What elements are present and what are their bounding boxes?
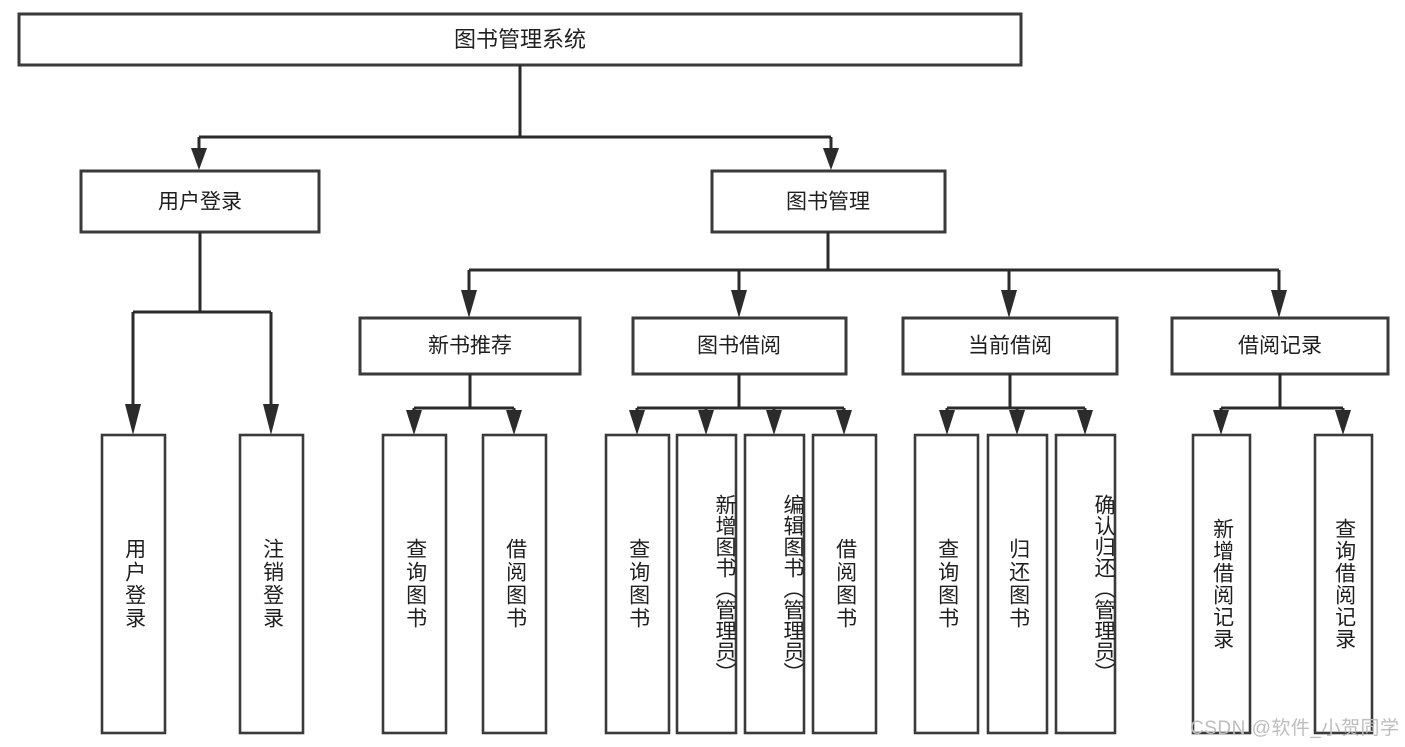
leaf-return-book-box[interactable]	[986, 433, 1049, 735]
node-new-book-recommend[interactable]: 新书推荐	[358, 316, 582, 376]
node-root[interactable]: 图书管理系统	[17, 12, 1023, 67]
leaf-add-record-box[interactable]	[1191, 433, 1252, 735]
leaf-add-book-box[interactable]	[675, 433, 738, 735]
node-root-label: 图书管理系统	[454, 27, 586, 52]
arrow-head-leaf-query-book-3	[939, 410, 955, 435]
node-root-box	[17, 12, 1023, 67]
node-current-borrow-label: 当前借阅	[968, 335, 1052, 358]
arrow-head-leaf-user-login	[125, 404, 141, 435]
arrow-head-leaf-query-book-1	[406, 410, 422, 435]
arrow-head-book-borrow	[731, 290, 747, 318]
leaf-query-book-1-box[interactable]	[381, 433, 448, 735]
arrow-head-current-borrow	[1001, 290, 1017, 318]
leaf-borrow-book-2-box[interactable]	[811, 433, 878, 735]
node-book-borrow-box	[631, 316, 848, 376]
arrow-head-leaf-edit-book	[766, 410, 782, 435]
leaf-user-logout-box[interactable]	[238, 433, 305, 735]
arrow-head-leaf-borrow-book-1	[506, 410, 522, 435]
arrow-head-borrow-record	[1271, 290, 1287, 318]
node-borrow-record-label: 借阅记录	[1238, 335, 1322, 358]
node-new-book-recommend-label: 新书推荐	[428, 335, 512, 358]
arrow-head-leaf-borrow-book-2	[836, 410, 852, 435]
node-book-borrow[interactable]: 图书借阅	[631, 316, 848, 376]
leaf-user-login-box[interactable]	[100, 433, 167, 735]
arrow-head-leaf-query-book-2	[629, 410, 645, 435]
leaf-query-book-3-box[interactable]	[913, 433, 980, 735]
node-borrow-record-box	[1170, 316, 1390, 376]
node-new-book-recommend-box	[358, 316, 582, 376]
arrow-head-leaf-query-record	[1335, 410, 1351, 435]
node-borrow-record[interactable]: 借阅记录	[1170, 316, 1390, 376]
node-current-borrow-box	[901, 316, 1119, 376]
arrow-head-user-login	[191, 148, 207, 170]
arrow-head-leaf-add-book	[698, 410, 714, 435]
arrow-head-book-management	[823, 148, 839, 170]
node-book-management-box	[710, 169, 947, 234]
arrow-head-new-book-recommend	[461, 290, 477, 318]
arrow-head-leaf-add-record	[1213, 410, 1229, 435]
csdn-watermark: CSDN @软件_小贺同学	[1190, 718, 1400, 739]
arrow-head-leaf-return-book	[1009, 410, 1025, 435]
leaf-edit-book-box[interactable]	[743, 433, 806, 735]
leaf-query-book-2-box[interactable]	[604, 433, 671, 735]
node-book-borrow-label: 图书借阅	[697, 335, 781, 358]
node-current-borrow[interactable]: 当前借阅	[901, 316, 1119, 376]
leaf-confirm-return-box[interactable]	[1054, 433, 1117, 735]
leaf-borrow-book-1-box[interactable]	[481, 433, 548, 735]
leaf-query-record-box[interactable]	[1313, 433, 1374, 735]
node-user-login-label: 用户登录	[158, 191, 242, 214]
arrow-head-leaf-user-logout	[263, 404, 279, 435]
node-book-management-label: 图书管理	[786, 191, 870, 214]
arrow-head-leaf-confirm-return	[1077, 410, 1093, 435]
node-user-login[interactable]: 用户登录	[79, 169, 321, 234]
node-book-management[interactable]: 图书管理	[710, 169, 947, 234]
